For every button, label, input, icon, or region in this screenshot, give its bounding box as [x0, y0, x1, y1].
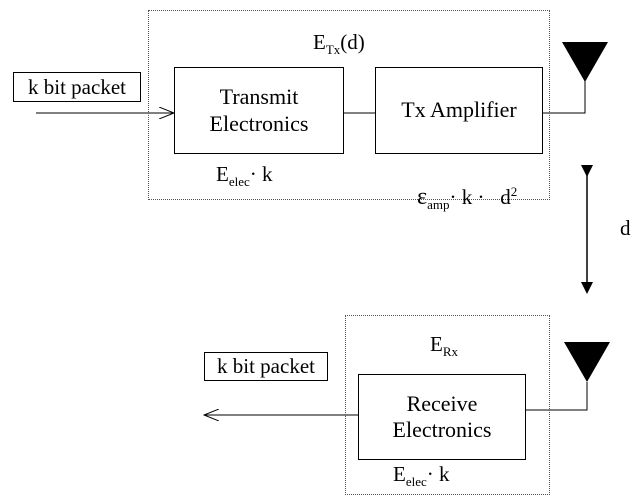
rx-output-packet-label: k bit packet — [204, 352, 328, 381]
tx-input-packet-label: k bit packet — [13, 72, 141, 102]
receive-electronics-block — [358, 374, 526, 460]
rx-energy-label: ERx — [430, 332, 458, 359]
tx-amplifier-energy-label: εamp· k · d2 — [417, 184, 518, 212]
transmit-electronics-block — [174, 67, 344, 154]
tx-amplifier-to-antenna-wire — [543, 80, 586, 114]
tx-amplifier-label: Tx Amplifier — [401, 97, 517, 123]
transmit-electronics-label: Transmit Electronics — [174, 67, 344, 154]
tx-electronics-energy-label: Eelec· k — [216, 162, 273, 189]
receiver-boundary — [345, 315, 550, 495]
distance-label: d — [620, 216, 631, 240]
receive-electronics-label: Receive Electronics — [358, 374, 526, 460]
tx-energy-label: ETx(d) — [313, 30, 365, 57]
rx-antenna-to-electronics-wire — [525, 382, 588, 411]
receive-electronics-line2: Electronics — [392, 417, 492, 442]
tx-antenna-icon — [562, 42, 608, 82]
rx-antenna-icon — [564, 342, 610, 382]
transmit-electronics-line1: Transmit — [219, 84, 299, 110]
rx-electronics-energy-label: Eelec· k — [393, 462, 450, 489]
transmit-electronics-line2: Electronics — [209, 110, 309, 136]
receive-electronics-line1: Receive — [406, 390, 478, 416]
transmitter-boundary — [148, 10, 550, 200]
tx-amplifier-block — [375, 67, 543, 154]
